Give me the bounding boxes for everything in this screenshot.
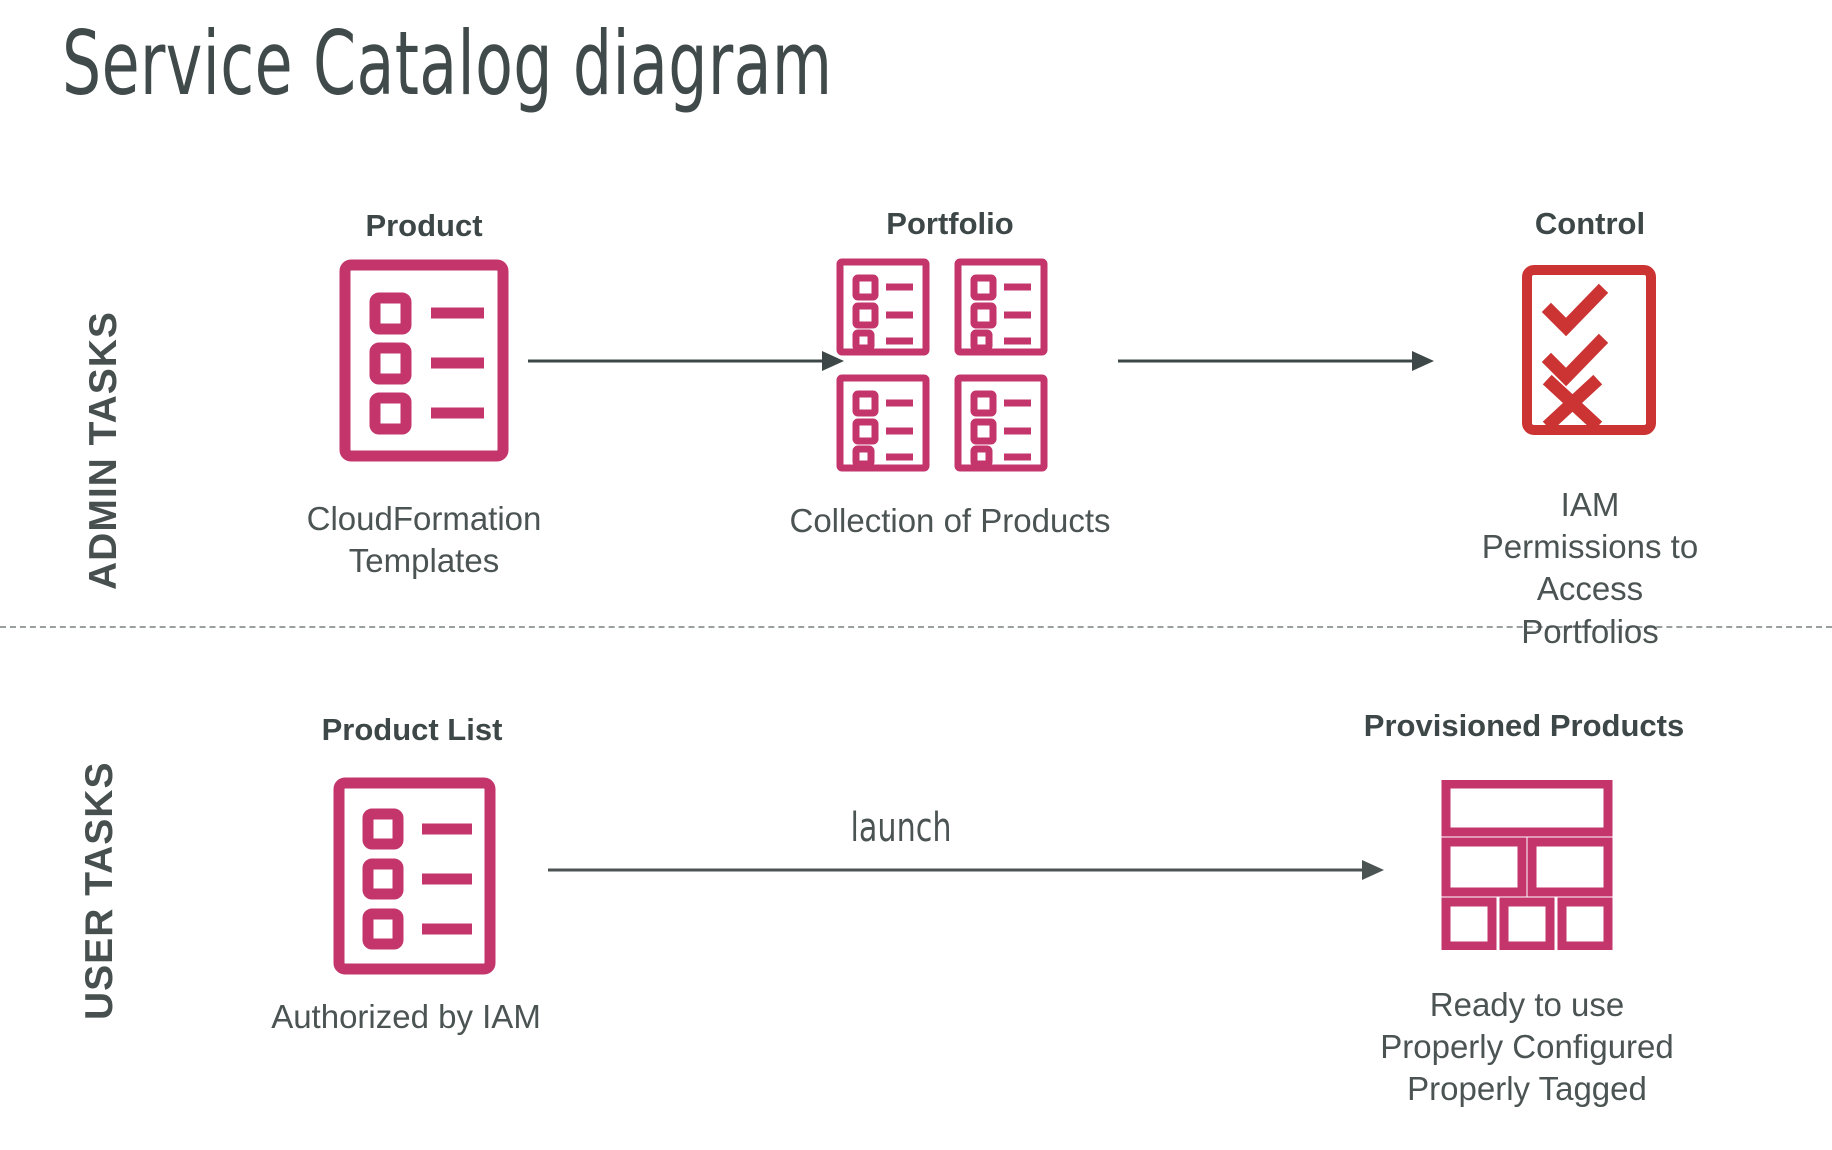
node-heading-product: Product (365, 208, 483, 243)
node-caption-control: IAM Permissions to Access Portfolios (1481, 486, 1699, 650)
node-heading-product-list: Product List (321, 712, 503, 747)
lane-divider (0, 626, 1832, 628)
edge-label-launch: launch (850, 805, 952, 851)
node-caption-product: CloudFormation Templates (306, 500, 542, 580)
product-list-icon (338, 258, 510, 468)
arrow-product-to-portfolio (528, 346, 844, 381)
page-title: Service Catalog diagram (62, 12, 833, 115)
arrow-launch (548, 855, 1384, 890)
node-heading-provisioned-products: Provisioned Products (1363, 708, 1685, 743)
product-list-icon (332, 776, 497, 981)
checklist-control-icon (1521, 264, 1657, 441)
portfolio-grid-icon (836, 258, 1066, 478)
node-caption-product-list: Authorized by IAM (271, 998, 541, 1035)
arrow-portfolio-to-control (1118, 346, 1434, 381)
provisioned-blocks-icon (1441, 779, 1613, 955)
lane-label-user-tasks: USER TASKS (78, 761, 121, 1020)
lane-label-admin-tasks: ADMIN TASKS (82, 311, 125, 590)
node-caption-portfolio: Collection of Products (789, 502, 1111, 539)
node-heading-portfolio: Portfolio (886, 206, 1014, 241)
node-caption-provisioned-products: Ready to use Properly Configured Properl… (1380, 986, 1674, 1108)
node-heading-control: Control (1534, 206, 1646, 241)
